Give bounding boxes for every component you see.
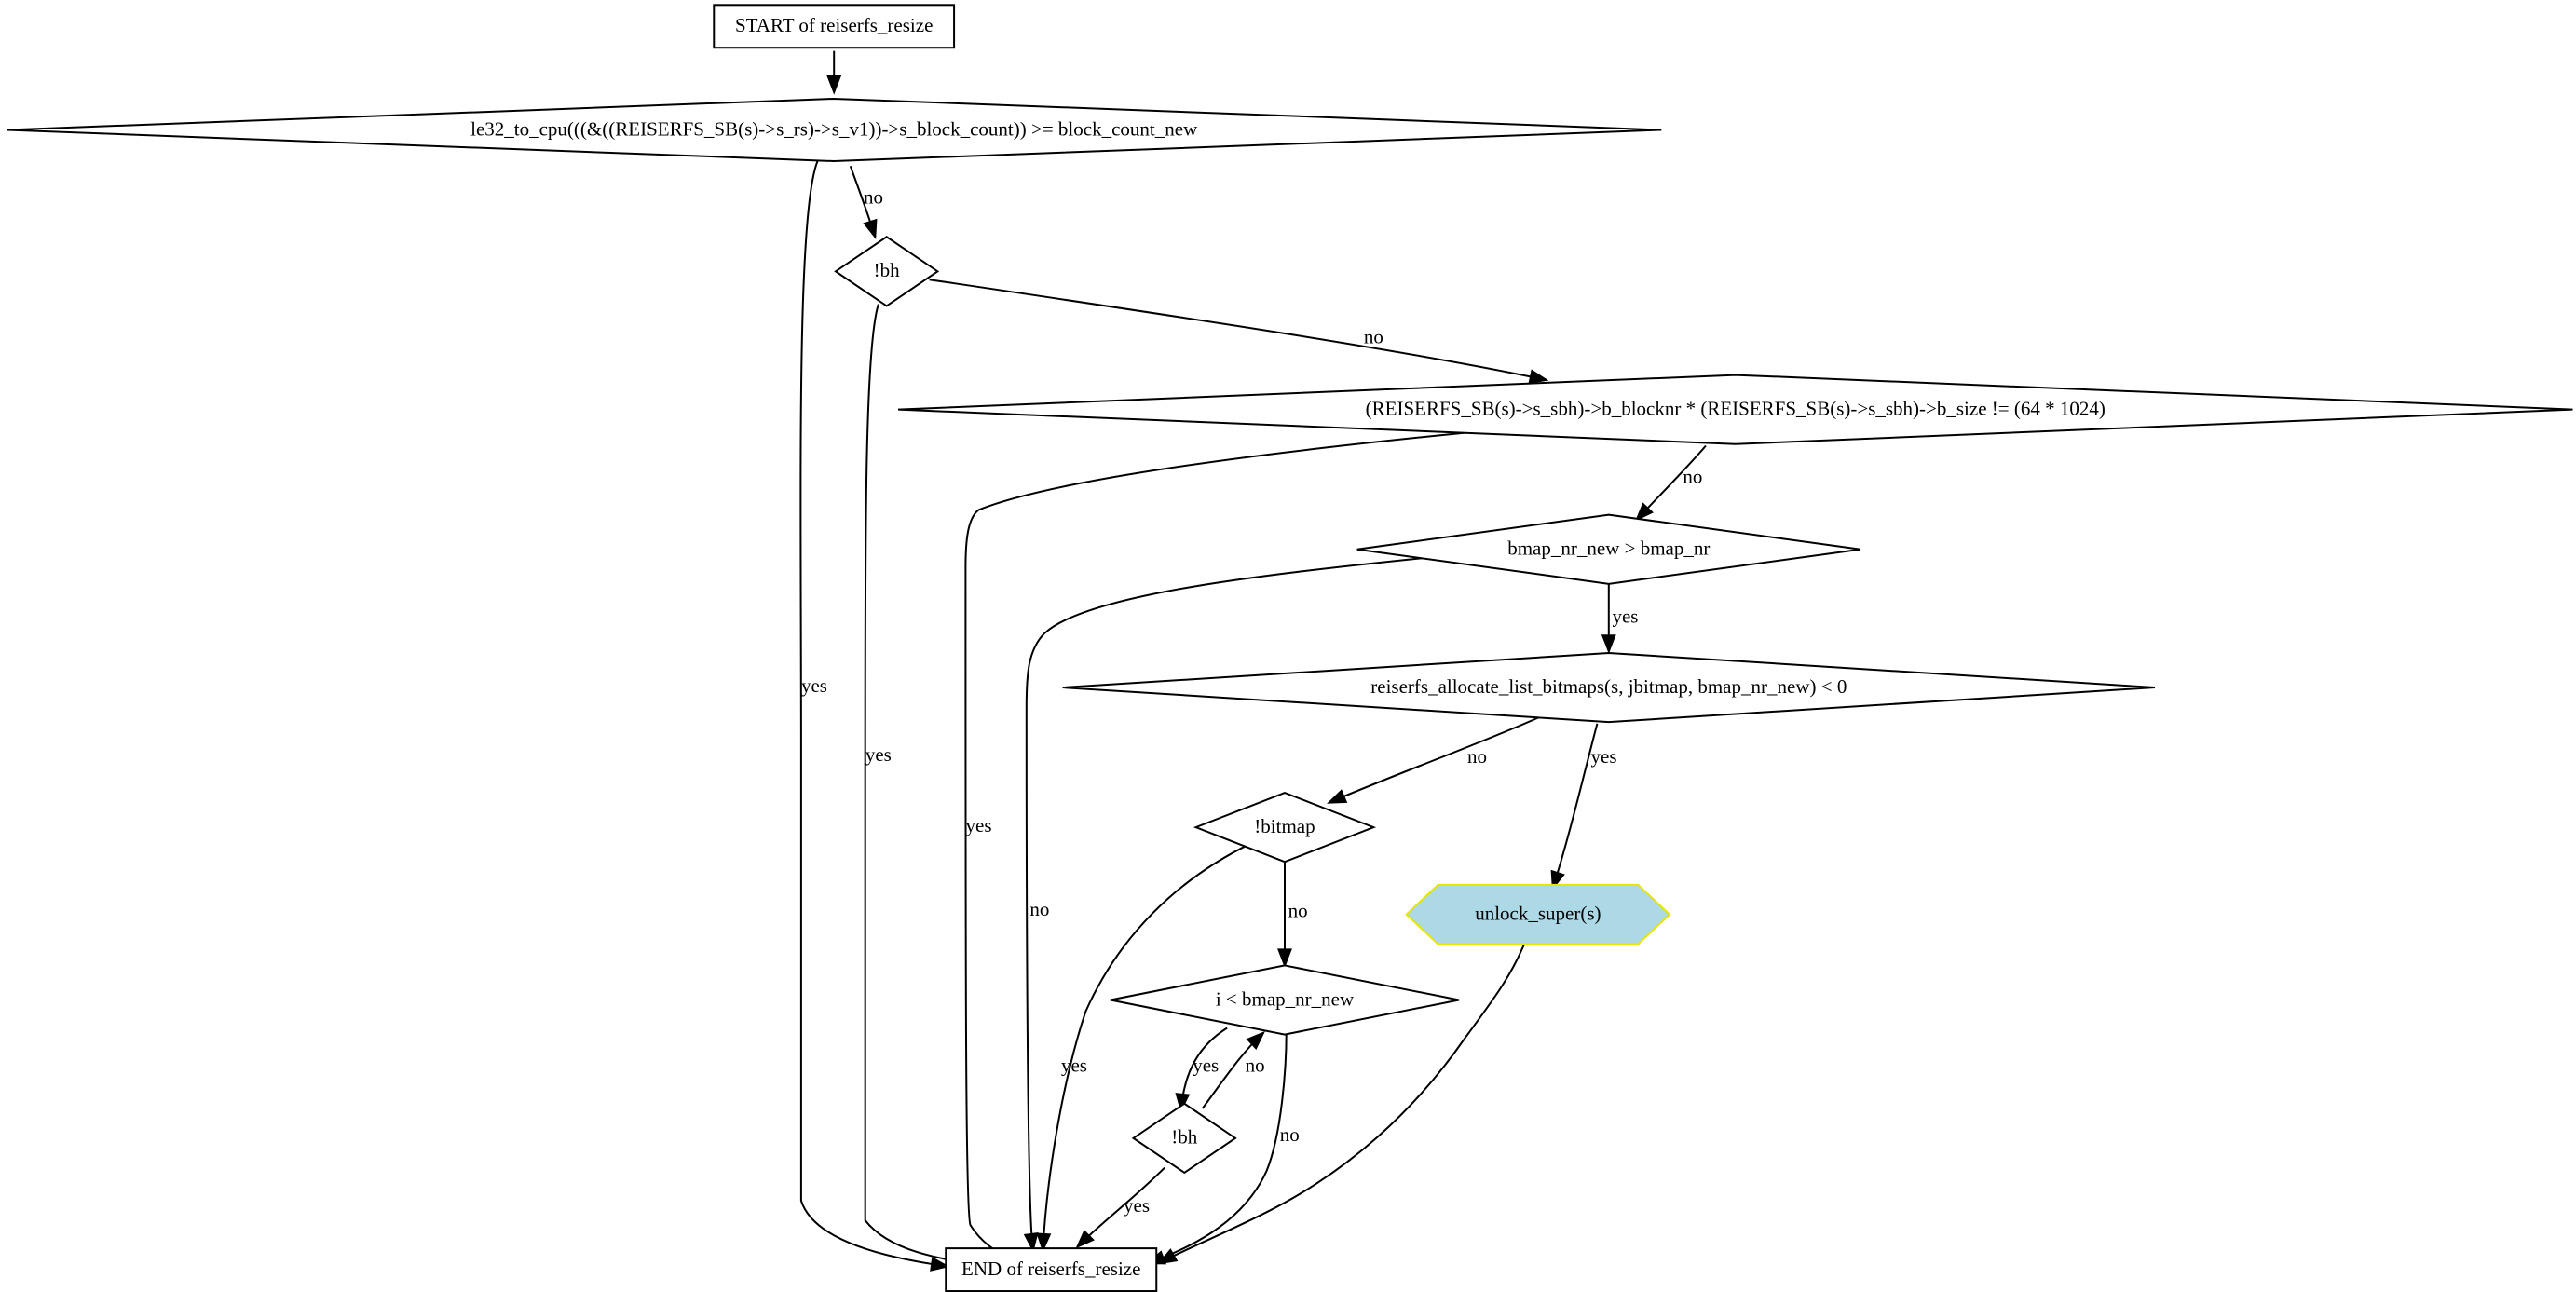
edge-label: yes [966,814,992,836]
edge-bh2-to-end: yes [1075,1166,1165,1249]
node-alloc: reiserfs_allocate_list_bitmaps(s, jbitma… [1062,651,2156,724]
node-cond3: (REISERFS_SB(s)->s_sbh)->b_blocknr * (RE… [898,374,2573,445]
edge-loop-to-bh2: yes [1175,1027,1228,1113]
edge-bh1-to-end: yes [864,304,997,1272]
edge-start-to-cond1 [826,50,842,95]
edge-line [864,304,994,1268]
edge-label: yes [1124,1194,1150,1217]
edge-line [1076,1166,1165,1248]
edge-line [929,279,1547,381]
edge-label: no [1029,898,1049,920]
node-label: !bh [1171,1126,1197,1149]
edge-label: no [864,185,883,208]
edge-bmapgt-to-end: no [1023,556,1428,1253]
edge-line [1329,715,1541,804]
edge-bmapgt-to-alloc: yes [1601,583,1638,655]
decision-diamond [1062,651,2156,724]
arrowhead [1634,502,1654,522]
edge-bh1-to-cond3: no [929,279,1549,385]
edge-cond1-to-bh1: no [849,165,883,239]
edge-label: no [1246,1054,1265,1077]
node-label: !bh [874,259,900,281]
decision-diamond [7,97,1662,163]
edge-label: yes [865,743,892,766]
node-label: START of reiserfs_resize [735,14,933,36]
node-label: END of reiserfs_resize [961,1258,1140,1280]
node-bh1: !bh [834,236,940,307]
node-label: i < bmap_nr_new [1216,987,1355,1010]
decision-diamond [834,236,940,307]
edge-cond1-to-end: yes [799,160,950,1272]
arrowhead [1550,869,1565,891]
arrowhead [1601,634,1616,655]
arrowhead [1075,1230,1095,1249]
edge-loop-to-end: no [1145,1032,1300,1265]
decision-diamond [1356,513,1861,585]
node-cond1: le32_to_cpu(((&((REISERFS_SB(s)->s_rs)->… [7,97,1662,163]
node-box [945,1247,1158,1292]
edge-line [964,431,1468,1264]
node-box [713,4,956,49]
edge-alloc-to-bitmap: no [1327,715,1541,804]
arrowhead [1277,948,1292,969]
edge-label: no [1364,326,1383,348]
arrowhead [1246,1030,1266,1050]
decision-diamond [1110,964,1460,1036]
arrowhead [863,218,878,239]
node-label: (REISERFS_SB(s)->s_sbh)->b_blocknr * (RE… [1366,397,2106,419]
edge-label: yes [801,674,827,697]
nodes-layer: START of reiserfs_resize le32_to_cpu(((&(… [7,4,2573,1292]
edge-line [1159,942,1526,1264]
node-label: reiserfs_allocate_list_bitmaps(s, jbitma… [1370,675,1847,698]
arrowhead [930,1257,950,1272]
node-label: le32_to_cpu(((&((REISERFS_SB(s)->s_rs)->… [470,117,1198,140]
edge-line [799,160,948,1268]
edge-label: yes [1612,605,1638,628]
edge-label: no [1467,745,1487,768]
node-end: END of reiserfs_resize [945,1247,1158,1292]
node-loop: i < bmap_nr_new [1110,964,1460,1036]
edges-layer: yes no yes no yes no no yes no yes yes no yes no no yes [799,50,1707,1272]
decision-diamond [898,374,2573,445]
node-label: bmap_nr_new > bmap_nr [1507,537,1710,560]
arrowhead [1023,1232,1039,1253]
edge-bh2-to-loop: no [1201,1030,1266,1109]
edge-label: no [1683,466,1702,488]
edge-alloc-to-unlock: yes [1550,723,1617,891]
node-bitmap: !bitmap [1193,791,1377,864]
edge-line [1551,723,1599,889]
edge-line [1148,1032,1288,1264]
arrowhead [1327,789,1348,804]
edge-label: yes [1061,1054,1087,1077]
node-label: unlock_super(s) [1475,903,1601,925]
node-bmapgt: bmap_nr_new > bmap_nr [1356,513,1861,585]
arrowhead [826,75,842,95]
arrowhead [1528,369,1549,385]
edge-label: yes [1193,1054,1219,1077]
edge-label: no [1280,1123,1300,1146]
edge-bitmap-to-loop: no [1277,862,1308,969]
edge-label: yes [1591,745,1617,768]
action-hexagon [1405,883,1671,945]
node-unlock: unlock_super(s) [1405,883,1671,945]
edge-line [1025,556,1428,1251]
edge-bitmap-to-end: yes [1036,842,1251,1253]
node-start: START of reiserfs_resize [713,4,956,49]
node-label: !bitmap [1254,815,1315,837]
node-bh2: !bh [1131,1102,1237,1175]
edge-label: no [1288,900,1308,922]
arrowhead [1036,1232,1052,1253]
edge-line [1042,842,1251,1250]
edge-cond3-to-bmapgt: no [1634,444,1707,522]
arrowhead [1175,1093,1191,1113]
decision-diamond [1131,1102,1237,1175]
decision-diamond [1193,791,1377,864]
